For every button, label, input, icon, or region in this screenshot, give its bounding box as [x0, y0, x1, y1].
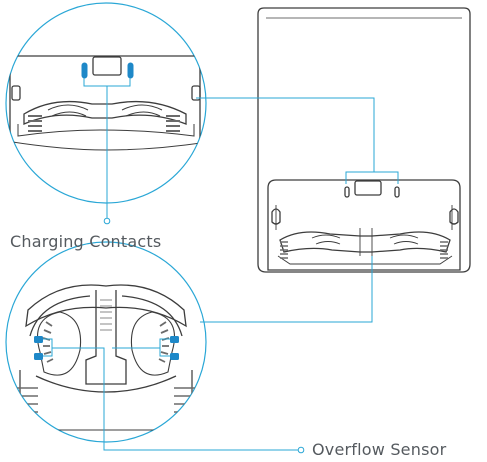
charging-contact-right [127, 62, 134, 79]
zoom-top-tray-rail [17, 124, 195, 137]
zoom-bottom [5, 241, 207, 443]
station-center-plate [354, 180, 382, 196]
station-clip-right [449, 208, 459, 225]
zoom-bottom-lower-rim [35, 375, 177, 393]
station-body-outline [257, 7, 471, 273]
zoom-top-hatch-right [166, 115, 180, 132]
station-tray-fan-right [389, 234, 419, 245]
station-hatch-right [440, 241, 448, 259]
callout-label-charging-contacts: Charging Contacts [10, 232, 162, 251]
zoom-top-hatch-left [28, 115, 42, 132]
callout-dot-charging [103, 217, 111, 225]
zoom-bottom-fan-right [130, 311, 176, 376]
station-bay-outline [267, 179, 461, 271]
zoom-top [5, 2, 207, 204]
overflow-sensor-pad-right-upper [170, 336, 179, 343]
leader-top-to-station [196, 97, 399, 184]
station-tray [279, 231, 451, 253]
station-tray-center [359, 228, 373, 256]
zoom-top-center-plate [92, 56, 122, 76]
overflow-sensor-pad-right-lower [170, 353, 179, 360]
overflow-sensor-bracket-left [43, 338, 105, 378]
leader-lines [103, 97, 399, 451]
zoom-top-border [5, 2, 207, 204]
station-contact-left [344, 186, 350, 198]
station-contact-right [394, 186, 400, 198]
station-bay-inner [275, 205, 453, 230]
contacts-bracket [83, 78, 131, 98]
charging-contact-left [81, 62, 88, 79]
zoom-bottom-tray-outer [25, 284, 187, 328]
overflow-sensor-pad-left-lower [34, 353, 43, 360]
zoom-top-fan-right [121, 104, 163, 117]
station-clip-left [271, 208, 281, 225]
zoom-top-clip-right [191, 85, 201, 101]
zoom-bottom-tray-inner [29, 295, 183, 337]
zoom-top-clip-left [11, 85, 21, 101]
zoom-top-base [6, 139, 206, 151]
zoom-top-fan-left [47, 104, 89, 117]
zoom-top-tray [23, 100, 187, 125]
leader-overflow-sensor [103, 378, 298, 451]
base-station [257, 7, 471, 273]
station-tray-fan-left [311, 234, 341, 245]
zoom-bottom-center-teeth [100, 299, 112, 331]
overflow-sensor-pad-left-upper [34, 336, 43, 343]
callout-label-overflow-sensor: Overflow Sensor [312, 440, 447, 459]
overflow-sensor-bracket-right [112, 338, 170, 357]
station-hatch-left [280, 241, 288, 259]
callout-dot-overflow [297, 446, 305, 454]
zoom-bottom-center-slot [85, 290, 127, 385]
zoom-bottom-fan-left [36, 311, 82, 376]
station-ramp [277, 255, 453, 265]
leader-bottom-to-station [200, 256, 373, 323]
